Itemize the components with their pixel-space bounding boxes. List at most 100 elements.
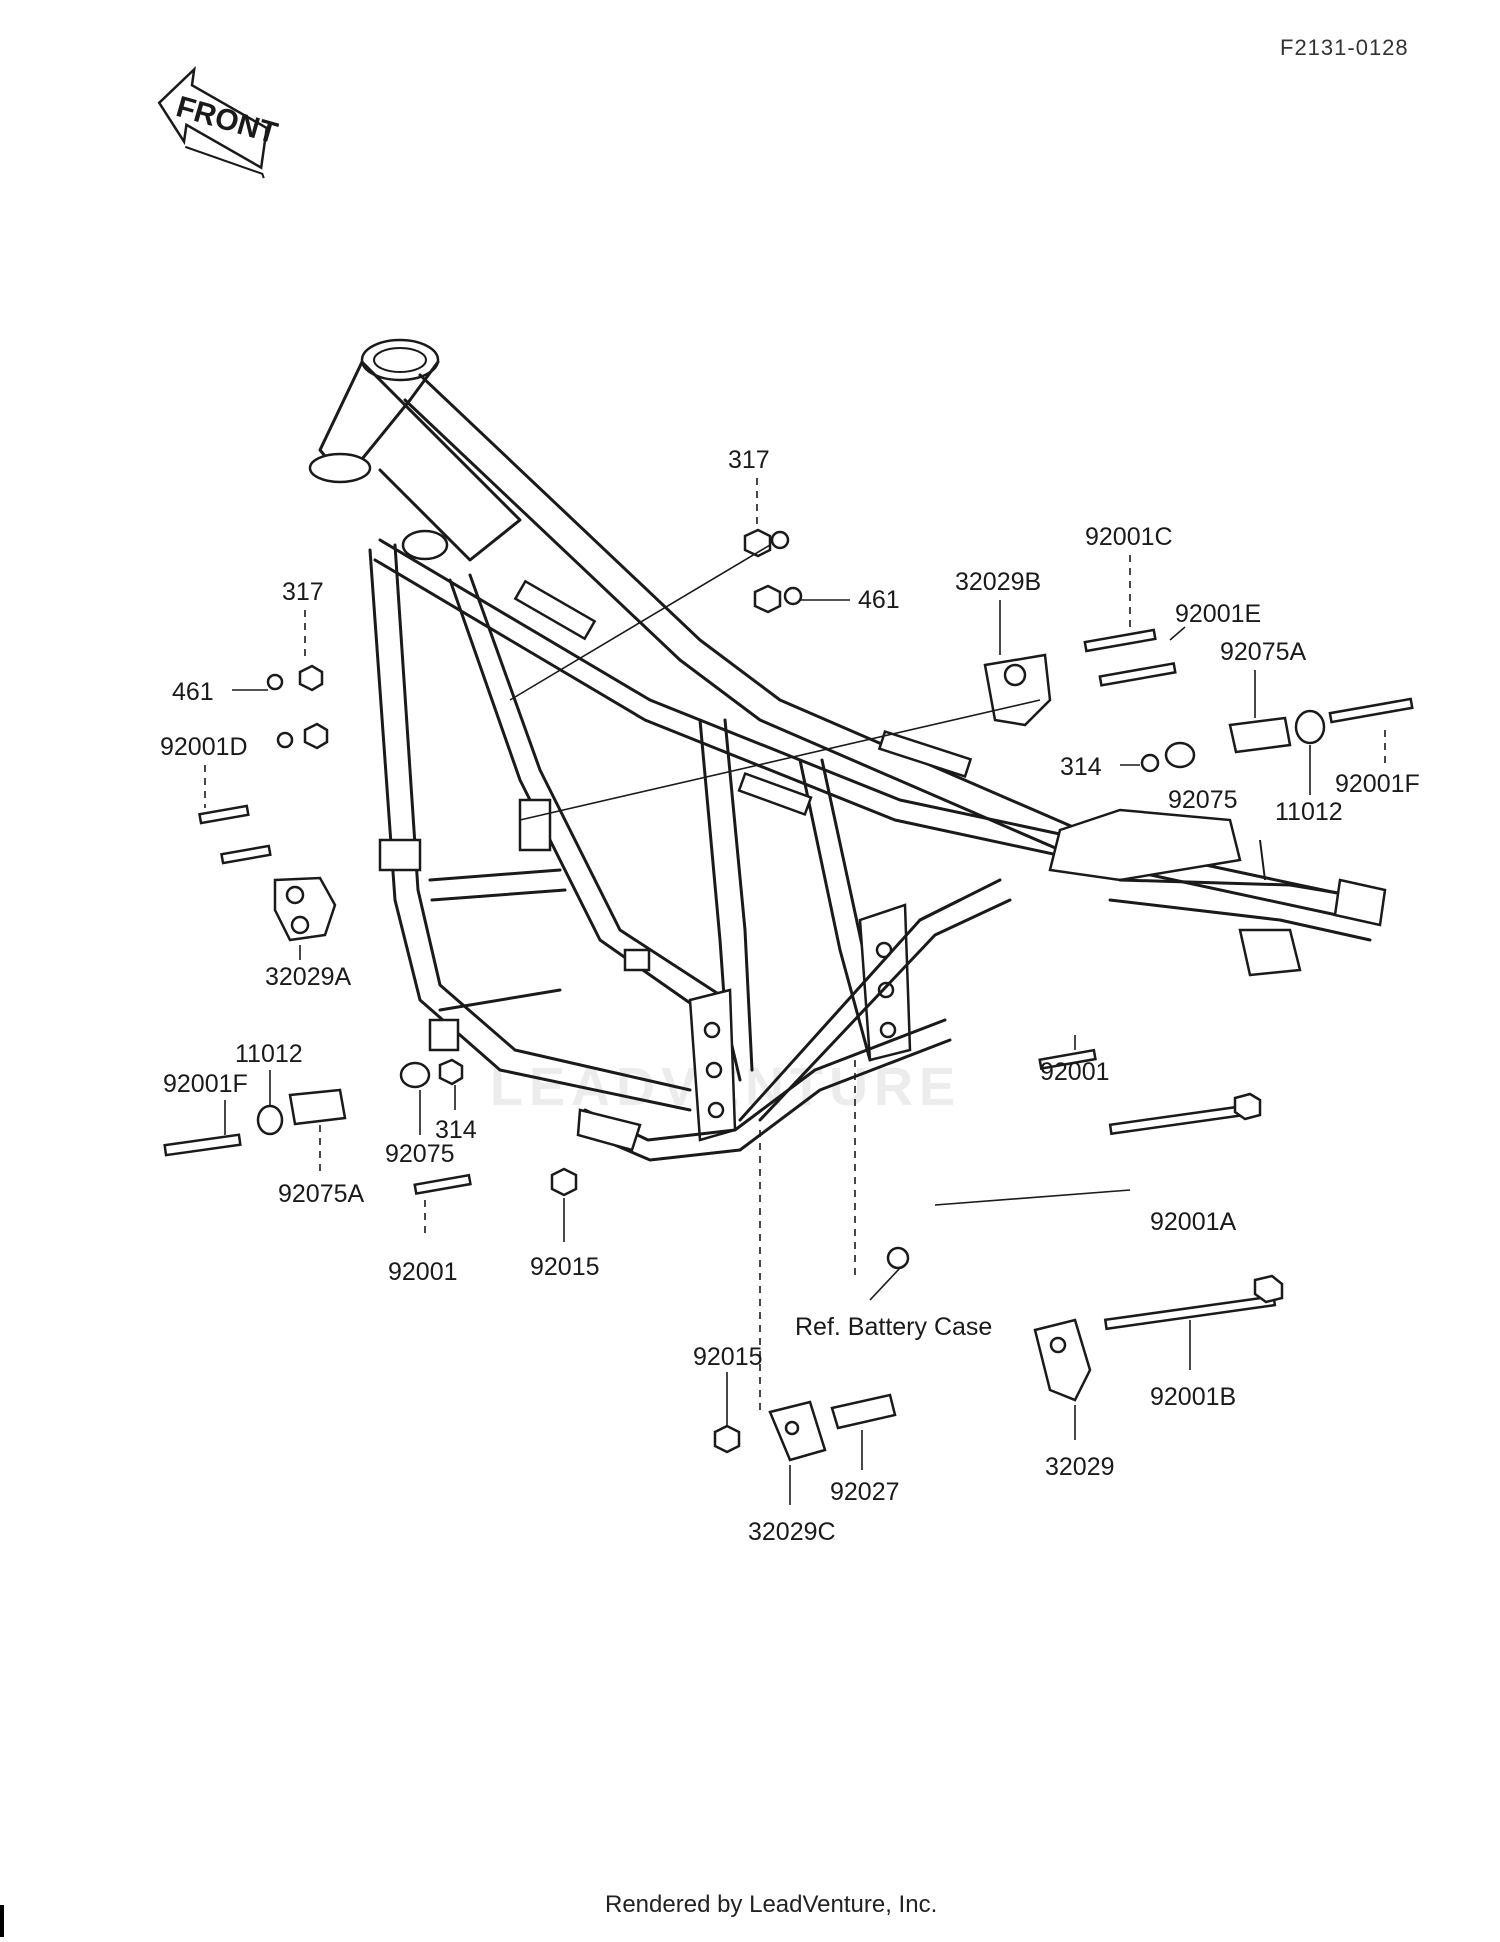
frame-illustration [308, 338, 1387, 1162]
leader-top-nut-frame [509, 544, 771, 701]
seat-post-tube-rear-l [798, 758, 872, 1062]
callout-92001-right: 92001 [1040, 1058, 1110, 1086]
callout-92001-left: 92001 [388, 1258, 458, 1286]
sleeve-92075a-right [1228, 716, 1292, 754]
document-code: F2131-0128 [1280, 35, 1409, 60]
bracket-32029c-hole [784, 1420, 800, 1436]
rail-tab-2 [877, 729, 973, 779]
seat-post-tube-right [723, 718, 754, 1072]
cross-member-lower [438, 988, 562, 1012]
front-down-tube-outer [368, 548, 692, 1112]
leader-lines [204, 478, 1386, 1505]
bolt-92001-left [413, 1173, 472, 1196]
rail-tab-4 [518, 798, 552, 852]
callout-314-left: 314 [435, 1116, 477, 1144]
callout-92001b: 92001B [1150, 1383, 1236, 1411]
collar-11012-left [256, 1104, 284, 1136]
leader-32029b-frame [519, 699, 1041, 821]
callout-11012-right: 11012 [1275, 798, 1343, 826]
callout-314-right: 314 [1060, 753, 1102, 781]
leader-92001a [934, 1189, 1131, 1206]
bolt-92001d-1 [198, 804, 250, 825]
washer-461-left-2 [276, 731, 294, 749]
bracket-32029a-hole-2 [290, 915, 310, 935]
callout-461-top: 461 [858, 586, 900, 614]
tail-bracket [1333, 878, 1387, 927]
callout-92001f-right: 92001F [1335, 770, 1420, 798]
bolt-92001-right [1038, 1048, 1097, 1071]
callout-32029a: 32029A [265, 963, 352, 991]
rail-tab-5 [378, 838, 422, 872]
tail-post [1259, 839, 1266, 881]
callout-92001a: 92001A [1150, 1208, 1237, 1236]
battery-case-bolt [886, 1246, 910, 1270]
top-tube-lower [403, 398, 1062, 852]
rail-tab-6 [428, 1018, 460, 1052]
leader-92001e [1169, 626, 1186, 641]
bolt-92001f-left [163, 1133, 242, 1157]
nut-461-top [753, 584, 782, 614]
callout-92001c: 92001C [1085, 523, 1173, 551]
nut-461-left [266, 673, 284, 691]
sleeve-92075a-left [288, 1088, 347, 1126]
callout-92001f-left: 92001F [163, 1070, 248, 1098]
callout-92015-low: 92015 [693, 1343, 763, 1371]
rubber-92075-right [1164, 741, 1196, 769]
callout-92075a-left: 92075A [278, 1180, 365, 1208]
callout-ref-battery-case: Ref. Battery Case [795, 1313, 992, 1341]
bolt-92001a [1108, 1103, 1252, 1136]
loose-parts [163, 528, 1414, 1462]
callout-32029c: 32029C [748, 1518, 836, 1546]
rail-tab-3 [737, 771, 813, 817]
bracket-32029 [1033, 1318, 1092, 1402]
bracket-32029-hole [1049, 1336, 1067, 1354]
bracket-32029b-hole [1003, 663, 1027, 687]
callout-461-left: 461 [172, 678, 214, 706]
pivot-hole-2 [705, 1061, 723, 1079]
callout-317-top: 317 [728, 446, 770, 474]
cross-member-front [428, 868, 562, 882]
tail-rail-2 [1108, 898, 1372, 942]
steering-head-bore [373, 347, 427, 373]
head-boss [401, 529, 449, 561]
bolt-92001d-2 [220, 844, 272, 865]
leader-battery-case-2 [869, 1267, 901, 1301]
nut-317-left-2 [303, 722, 329, 750]
washer-top [770, 530, 790, 550]
lower-rail [578, 1038, 952, 1162]
rail-tab-1 [513, 579, 597, 641]
footer-credit: Rendered by LeadVenture, Inc. [605, 1891, 937, 1918]
callout-92027: 92027 [830, 1478, 900, 1506]
callout-11012-left: 11012 [235, 1040, 303, 1068]
footpeg-bracket [576, 1108, 642, 1152]
rear-stay-joint [918, 898, 962, 922]
collar-11012-right [1294, 709, 1326, 745]
front-arrow-shape [157, 65, 269, 170]
rear-lug [1238, 928, 1302, 977]
rail-tab-7 [623, 948, 651, 972]
callout-92075-left: 92075 [385, 1140, 455, 1168]
cross-member-front-2 [430, 888, 567, 902]
pivot-hole-5 [877, 981, 895, 999]
bolt-92001f-right [1328, 697, 1414, 724]
nut-314-right [1140, 753, 1160, 773]
pivot-hole-3 [707, 1101, 725, 1119]
callout-92001e: 92001E [1175, 600, 1261, 628]
rear-stay-lower-2 [758, 898, 1012, 1122]
nut-314-left [438, 1058, 464, 1086]
spacer-92027 [830, 1393, 897, 1430]
bolt-92001c [1083, 628, 1157, 653]
front-down-tube-inner [393, 543, 692, 1092]
callout-92075a-right: 92075A [1220, 638, 1307, 666]
callout-92075-right: 92075 [1168, 786, 1238, 814]
bracket-32029a-hole-1 [285, 885, 305, 905]
callout-92001d: 92001D [160, 733, 248, 761]
callout-32029b: 32029B [955, 568, 1041, 596]
nut-317-left [298, 664, 324, 692]
callout-labels: 317 461 92001C 32029B 92001E 92075A 314 … [160, 446, 1420, 1546]
washer-461-top [783, 586, 803, 606]
rear-fender-mount [1048, 808, 1242, 882]
callout-32029: 32029 [1045, 1453, 1115, 1481]
callout-92015-mid: 92015 [530, 1253, 600, 1281]
front-arrow: FRONT [157, 65, 281, 179]
